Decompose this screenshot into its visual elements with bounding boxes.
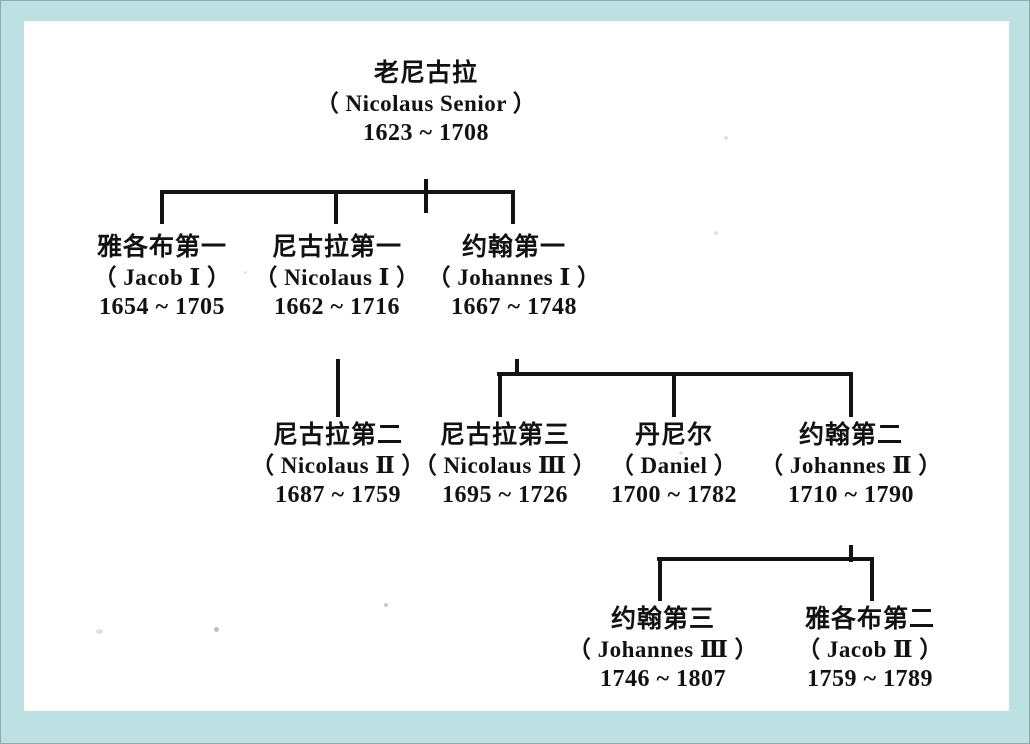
connector-drop-jacob-2 xyxy=(870,557,874,601)
node-name-cn: 丹尼尔 xyxy=(634,420,714,449)
scan-speck xyxy=(96,629,103,634)
node-years: 1662 ~ 1716 xyxy=(274,294,400,321)
node-johannes-1[interactable]: 约翰第一 （ Johannes Ⅰ ） 1667 ~ 1748 xyxy=(427,231,600,323)
node-name-cn: 老尼古拉 xyxy=(373,58,479,87)
node-name-latin: （ Nicolaus Senior ） xyxy=(315,91,537,116)
node-name-latin: （ Nicolaus Ⅰ ） xyxy=(254,265,420,290)
node-years: 1700 ~ 1782 xyxy=(611,482,737,509)
node-years: 1695 ~ 1726 xyxy=(442,482,568,509)
node-daniel[interactable]: 丹尼尔 （ Daniel ） 1700 ~ 1782 xyxy=(611,419,737,511)
node-nicolaus-2[interactable]: 尼古拉第二 （ Nicolaus Ⅱ ） 1687 ~ 1759 xyxy=(251,419,425,511)
node-johannes-3[interactable]: 约翰第三 （ Johannes Ⅲ ） 1746 ~ 1807 xyxy=(568,603,758,695)
diagram-canvas: 老尼古拉 （ Nicolaus Senior ） 1623 ~ 1708 雅各布… xyxy=(24,21,1009,711)
node-name-cn: 尼古拉第三 xyxy=(439,420,571,449)
scan-speck xyxy=(679,451,683,455)
node-name-cn: 尼古拉第二 xyxy=(272,420,404,449)
node-johannes-2[interactable]: 约翰第二 （ Johannes Ⅱ ） 1710 ~ 1790 xyxy=(760,419,942,511)
node-years: 1710 ~ 1790 xyxy=(788,482,914,509)
connector-drop-johannes-2 xyxy=(849,372,853,417)
scan-speck xyxy=(384,603,388,607)
node-name-cn: 雅各布第二 xyxy=(804,604,936,633)
connector-drop-johannes-3 xyxy=(658,557,662,601)
connector-bus-generation-4 xyxy=(657,557,874,561)
node-name-latin: （ Johannes Ⅲ ） xyxy=(567,637,759,662)
node-name-latin: （ Nicolaus Ⅱ ） xyxy=(251,453,425,478)
connector-drop-nicolaus-1 xyxy=(334,190,338,224)
scan-speck xyxy=(714,231,718,235)
node-years: 1654 ~ 1705 xyxy=(99,294,225,321)
connector-stem-johannes-2 xyxy=(849,545,853,562)
node-years: 1687 ~ 1759 xyxy=(275,482,401,509)
node-years: 1667 ~ 1748 xyxy=(451,294,577,321)
node-nicolaus-3[interactable]: 尼古拉第三 （ Nicolaus Ⅲ ） 1695 ~ 1726 xyxy=(414,419,597,511)
node-name-cn: 约翰第一 xyxy=(461,232,567,261)
node-name-latin: （ Nicolaus Ⅲ ） xyxy=(413,453,597,478)
connector-drop-jacob-1 xyxy=(160,190,164,224)
connector-drop-daniel xyxy=(672,372,676,417)
node-nicolaus-senior[interactable]: 老尼古拉 （ Nicolaus Senior ） 1623 ~ 1708 xyxy=(316,57,537,149)
node-jacob-1[interactable]: 雅各布第一 （ Jacob Ⅰ ） 1654 ~ 1705 xyxy=(93,231,230,323)
node-name-cn: 尼古拉第一 xyxy=(271,232,403,261)
connector-stem-johannes-1 xyxy=(515,359,519,376)
scan-speck xyxy=(214,627,219,632)
connector-nicolaus-1-to-nicolaus-2 xyxy=(336,359,340,417)
node-name-cn: 约翰第二 xyxy=(798,420,904,449)
node-years: 1759 ~ 1789 xyxy=(807,666,933,693)
connector-drop-nicolaus-3 xyxy=(498,372,502,417)
node-name-cn: 雅各布第一 xyxy=(96,232,228,261)
node-nicolaus-1[interactable]: 尼古拉第一 （ Nicolaus Ⅰ ） 1662 ~ 1716 xyxy=(254,231,419,323)
node-name-latin: （ Daniel ） xyxy=(610,453,738,478)
node-name-cn: 约翰第三 xyxy=(610,604,716,633)
connector-drop-johannes-1 xyxy=(511,190,515,224)
scan-speck xyxy=(724,136,728,140)
node-years: 1746 ~ 1807 xyxy=(600,666,726,693)
connector-stem-nicolaus-senior xyxy=(424,179,428,213)
node-name-latin: （ Johannes Ⅰ ） xyxy=(427,265,601,290)
node-name-latin: （ Jacob Ⅰ ） xyxy=(93,265,231,290)
scan-speck xyxy=(244,271,247,274)
node-name-latin: （ Johannes Ⅱ ） xyxy=(760,453,942,478)
node-years: 1623 ~ 1708 xyxy=(363,120,489,147)
node-name-latin: （ Jacob Ⅱ ） xyxy=(797,637,943,662)
node-jacob-2[interactable]: 雅各布第二 （ Jacob Ⅱ ） 1759 ~ 1789 xyxy=(797,603,943,695)
